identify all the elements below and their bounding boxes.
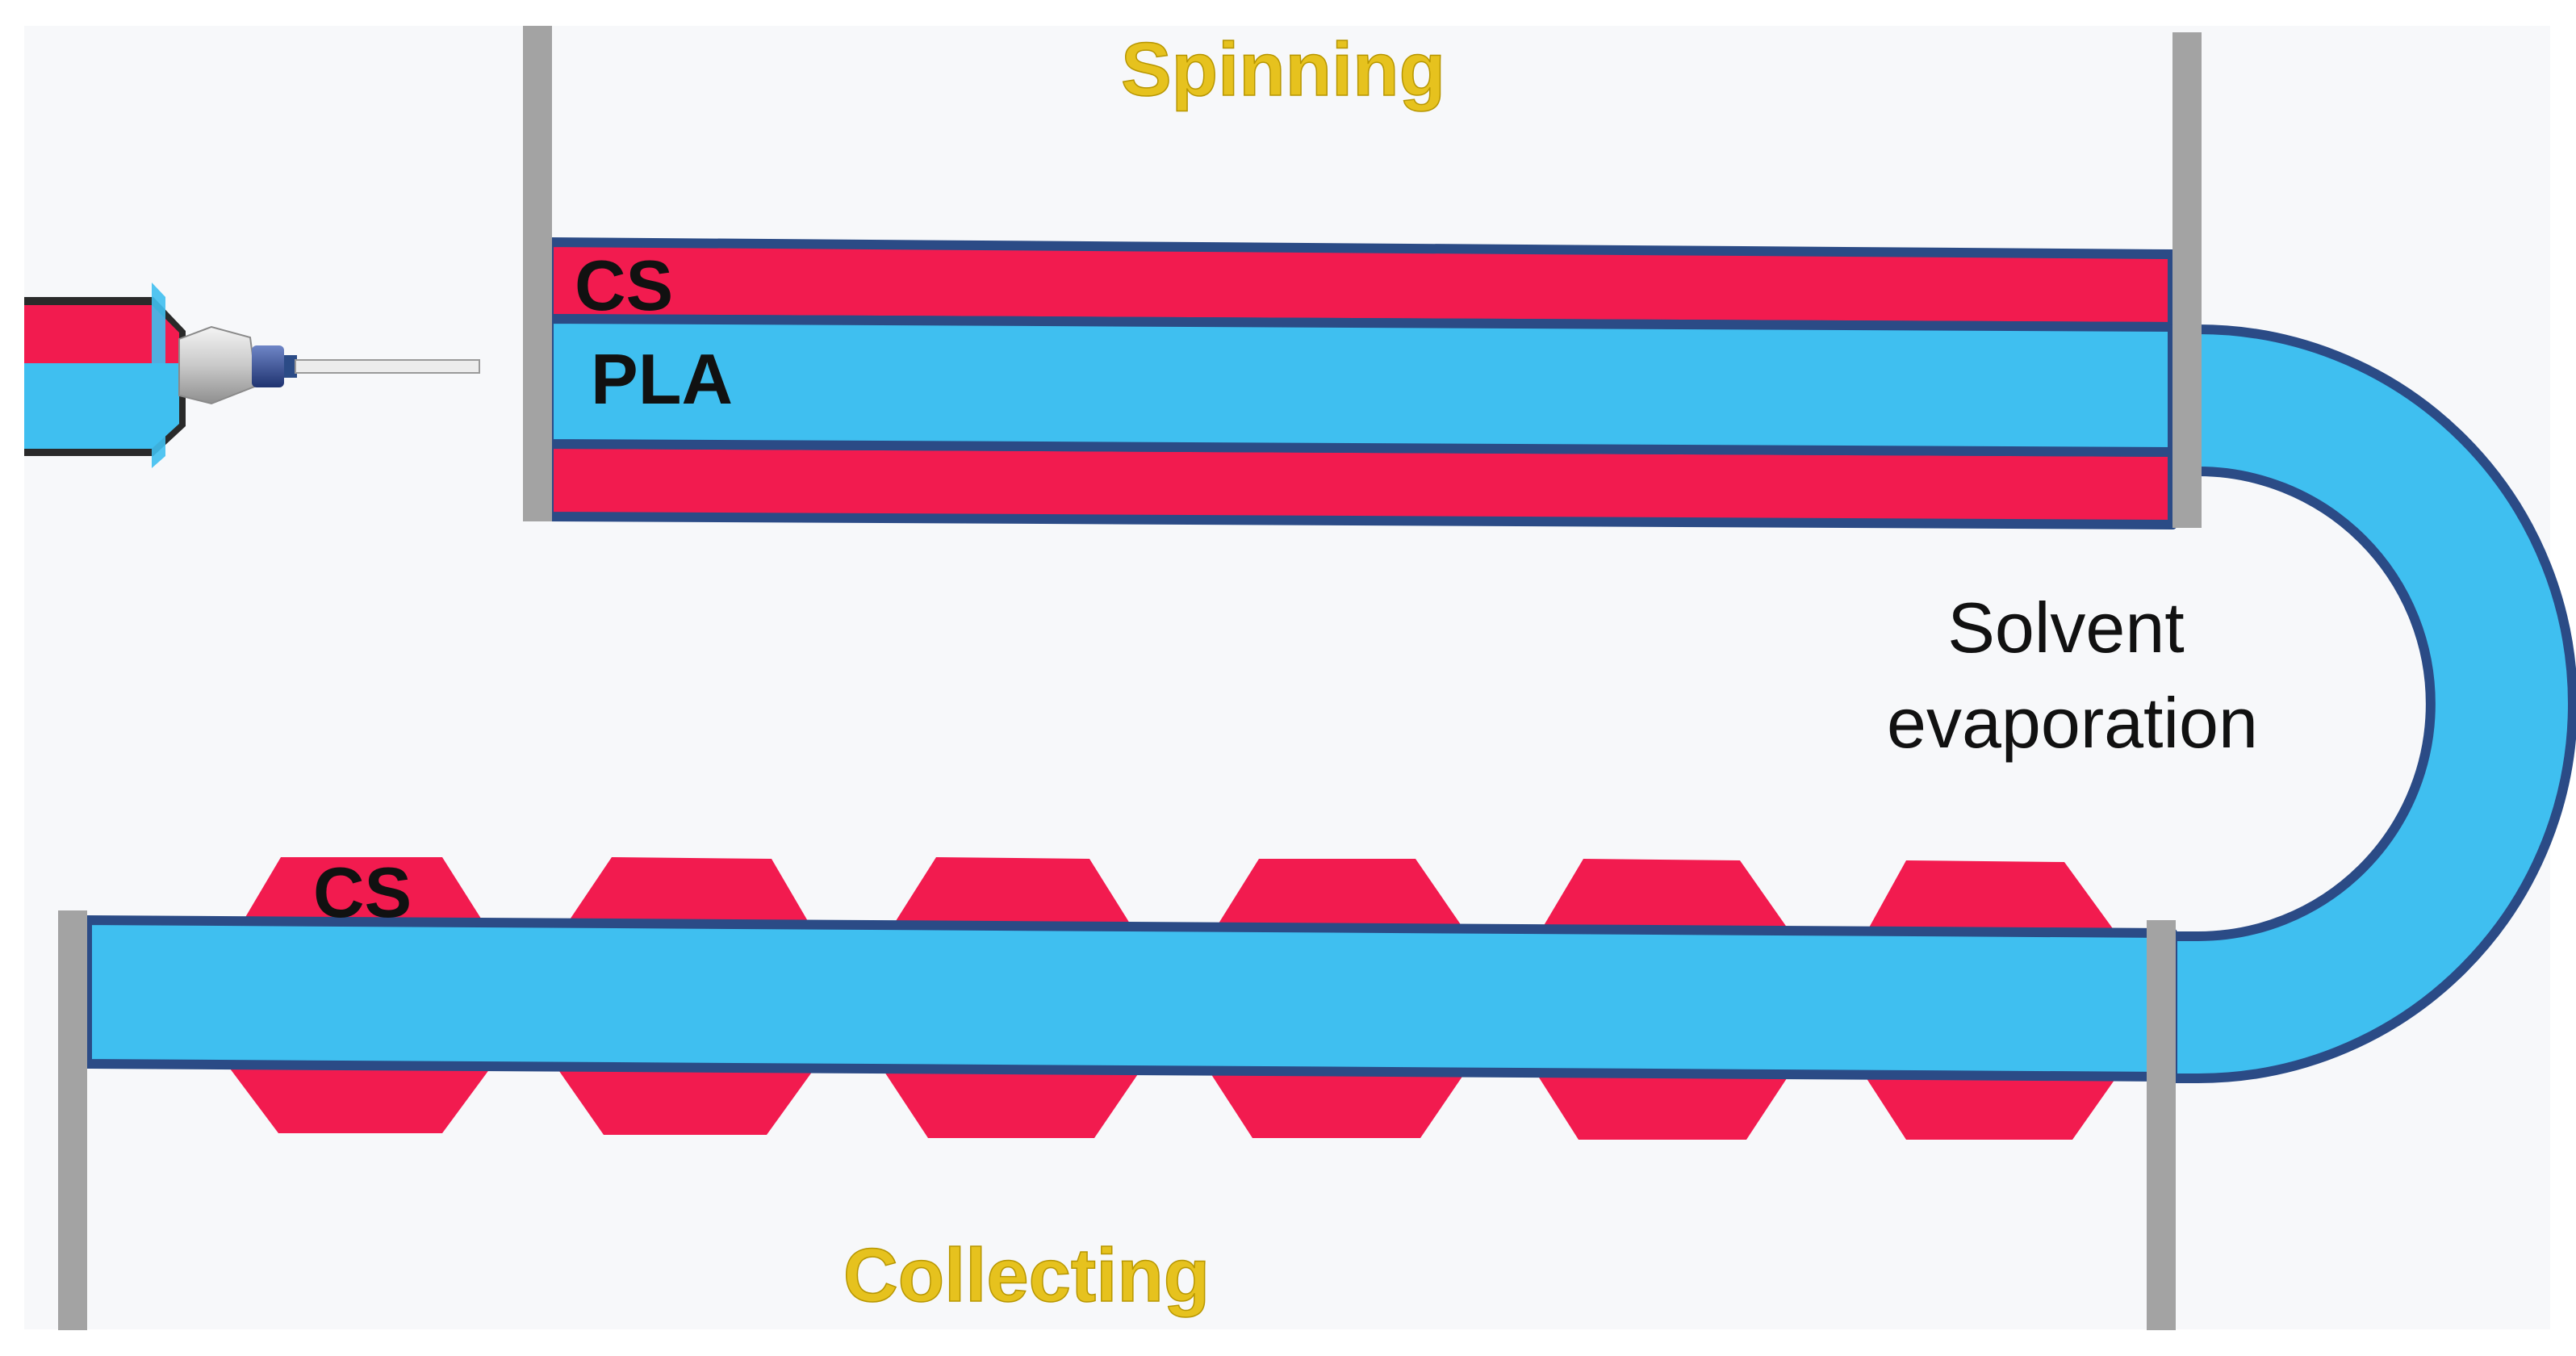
- collecting-label: Collecting: [843, 1233, 1210, 1317]
- spinning-fiber: [544, 237, 2177, 529]
- pla-core-label: PLA: [591, 339, 733, 419]
- cs-bead-label: CS: [313, 852, 412, 932]
- spinning-label: Spinning: [1121, 27, 1445, 111]
- collecting-right-post: [2147, 920, 2176, 1330]
- solvent-label-line1: Solvent: [1947, 588, 2185, 668]
- solvent-label-line2: evaporation: [1887, 683, 2258, 763]
- collecting-left-post: [58, 910, 87, 1330]
- collected-fiber: [82, 915, 2177, 1082]
- spinning-left-post: [523, 26, 552, 521]
- spinning-right-post: [2172, 32, 2202, 528]
- cs-beads: [228, 857, 2122, 1140]
- collector-posts: [58, 26, 2202, 1330]
- solvent-evaporation-bend: [2168, 324, 2576, 1083]
- syringe-nozzle-icon: [24, 282, 480, 468]
- cs-layer-label: CS: [575, 245, 673, 325]
